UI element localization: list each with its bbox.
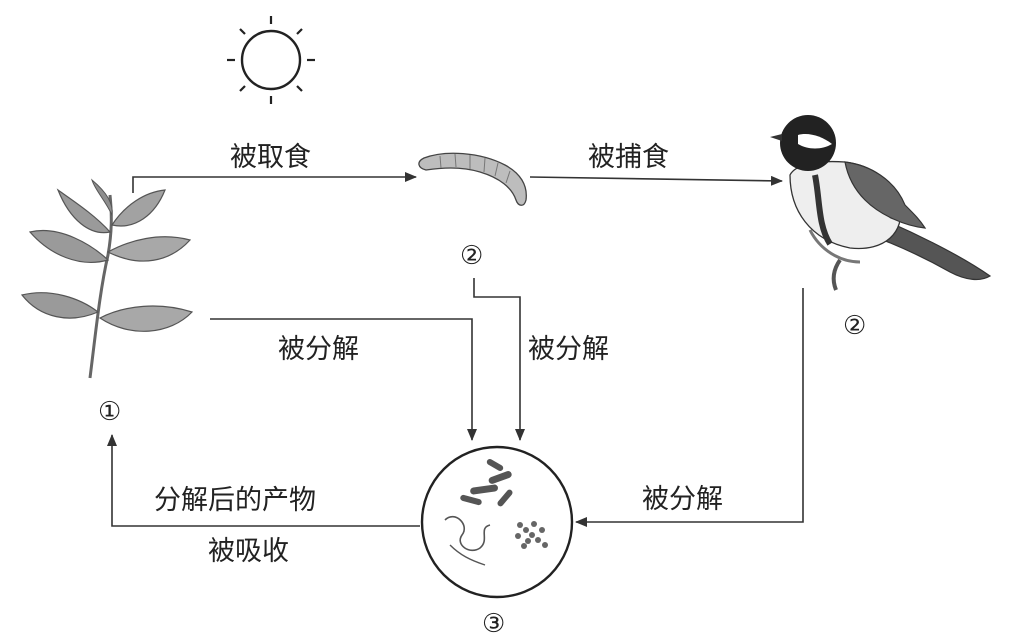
label-decomposed-bird: 被分解 [642,484,723,515]
label-decomposed-caterpillar: 被分解 [528,334,609,365]
label-eaten: 被取食 [230,142,311,173]
marker-decomposer: ③ [482,609,505,639]
arrow-caterpillar-to-bird [529,175,783,186]
label-products-line1: 分解后的产物 [154,485,316,516]
marker-plant: ① [98,397,121,427]
marker-caterpillar: ② [460,241,483,271]
arrow-plant-to-decomposer [210,318,477,441]
label-preyed: 被捕食 [588,142,669,173]
arrow-decomposer-to-plant [107,434,420,527]
microbe-circle-icon [420,445,574,599]
bird-icon [770,115,992,291]
arrow-plant-to-caterpillar [132,172,417,193]
arrow-bird-to-decomposer [575,288,804,527]
marker-bird: ② [843,311,866,341]
sun-icon [227,16,315,104]
connectors [107,172,804,527]
leaf-branch-icon [20,178,194,379]
label-products-line2: 被吸收 [208,536,289,567]
arrow-caterpillar-to-decomposer [473,278,525,441]
label-decomposed-plant: 被分解 [278,334,359,365]
caterpillar-icon [418,152,527,206]
